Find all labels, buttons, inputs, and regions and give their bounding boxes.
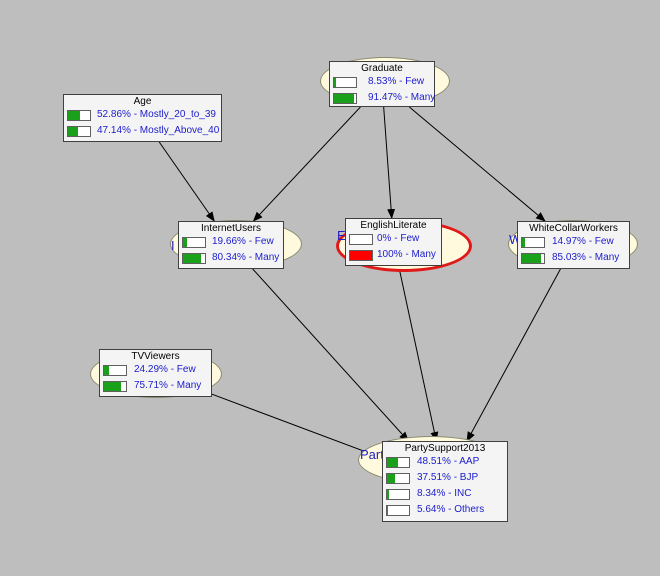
state-label: 91.47% - Many	[368, 92, 436, 103]
state-row: 24.29% - Few	[100, 363, 211, 379]
state-row: 48.51% - AAP	[383, 455, 507, 471]
probability-bar-fill	[104, 366, 110, 375]
state-row: 8.53% - Few	[330, 75, 434, 91]
state-label: 19.66% - Few	[212, 236, 274, 247]
state-label: 24.29% - Few	[134, 364, 196, 375]
probability-bar-fill	[522, 238, 526, 247]
state-list: 48.51% - AAP 37.51% - BJP 8.34% - INC 5.64%…	[383, 455, 507, 519]
state-label: 52.86% - Mostly_20_to_39	[97, 109, 216, 120]
probability-bar	[182, 237, 206, 248]
state-row: 80.34% - Many	[179, 251, 283, 267]
state-row: 100% - Many	[346, 248, 441, 264]
edge-arrow-internet-to-party	[252, 268, 410, 442]
node-age[interactable]: Age 52.86% - Mostly_20_to_39 47.14% - Mos…	[63, 94, 222, 142]
state-row: 47.14% - Mostly_Above_40	[64, 124, 221, 140]
probability-bar	[386, 457, 410, 468]
probability-bar	[386, 489, 410, 500]
probability-bar	[182, 253, 206, 264]
state-row: 75.71% - Many	[100, 379, 211, 395]
state-label: 5.64% - Others	[417, 504, 485, 515]
edge-arrow-whitecollar-to-party	[466, 268, 561, 442]
probability-bar-fill	[387, 474, 396, 483]
state-row: 37.51% - BJP	[383, 471, 507, 487]
probability-bar-fill	[104, 382, 121, 391]
node-internet-users[interactable]: InternetUsers 19.66% - Few 80.34% - Many	[178, 221, 284, 269]
state-row: 52.86% - Mostly_20_to_39	[64, 108, 221, 124]
probability-bar	[386, 505, 410, 516]
node-party-support-2013[interactable]: PartySupport2013 48.51% - AAP 37.51% - BJ…	[382, 441, 508, 522]
probability-bar	[349, 250, 373, 261]
node-title: Age	[133, 96, 152, 107]
probability-bar	[103, 365, 127, 376]
state-list: 14.97% - Few 85.03% - Many	[518, 235, 629, 267]
state-label: 0% - Few	[377, 233, 420, 244]
probability-bar	[67, 110, 91, 121]
state-label: 8.53% - Few	[368, 76, 425, 87]
probability-bar	[521, 237, 545, 248]
state-label: 80.34% - Many	[212, 252, 280, 263]
state-row: 8.34% - INC	[383, 487, 507, 503]
node-title: WhiteCollarWorkers	[529, 223, 618, 234]
probability-bar-fill	[387, 506, 389, 515]
state-list: 52.86% - Mostly_20_to_39 47.14% - Mostly_…	[64, 108, 221, 140]
edge-arrow-tv-to-party	[211, 393, 383, 459]
node-graduate[interactable]: Graduate 8.53% - Few 91.47% - Many	[329, 61, 435, 107]
probability-bar-fill	[334, 94, 355, 103]
probability-bar-fill	[522, 254, 541, 263]
edge-arrow-graduate-to-english	[383, 106, 396, 219]
probability-bar-fill	[350, 251, 372, 260]
state-label: 48.51% - AAP	[417, 456, 480, 467]
probability-bar	[333, 93, 357, 104]
node-english-literate[interactable]: EnglishLiterate 0% - Few 100% - Many	[345, 218, 442, 266]
state-row: 19.66% - Few	[179, 235, 283, 251]
ghost-label: I	[171, 238, 175, 253]
edge-arrow-english-to-party	[398, 265, 439, 442]
probability-bar-fill	[387, 458, 398, 467]
state-row: 85.03% - Many	[518, 251, 629, 267]
probability-bar-fill	[387, 490, 389, 499]
node-title: EnglishLiterate	[360, 220, 427, 231]
state-label: 100% - Many	[377, 249, 436, 260]
probability-bar	[333, 77, 357, 88]
state-row: 5.64% - Others	[383, 503, 507, 519]
probability-bar-fill	[334, 78, 336, 87]
node-title: TVViewers	[131, 351, 180, 362]
state-row: 0% - Few	[346, 232, 441, 248]
state-label: 8.34% - INC	[417, 488, 472, 499]
probability-bar-fill	[183, 254, 201, 263]
state-label: 85.03% - Many	[552, 252, 620, 263]
ghost-label: Part	[360, 447, 384, 462]
probability-bar	[521, 253, 545, 264]
probability-bar-fill	[68, 127, 79, 136]
node-title: Graduate	[361, 63, 403, 74]
state-row: 91.47% - Many	[330, 91, 436, 107]
edge-arrow-graduate-to-internet	[252, 106, 361, 222]
probability-bar-fill	[68, 111, 80, 120]
state-row: 14.97% - Few	[518, 235, 629, 251]
edge-arrow-graduate-to-whitecollar	[409, 106, 546, 222]
probability-bar	[67, 126, 91, 137]
probability-bar-fill	[183, 238, 188, 247]
state-list: 24.29% - Few 75.71% - Many	[100, 363, 211, 395]
ghost-label: E	[337, 228, 346, 243]
state-label: 75.71% - Many	[134, 380, 202, 391]
state-list: 19.66% - Few 80.34% - Many	[179, 235, 283, 267]
node-title: InternetUsers	[200, 223, 262, 234]
state-label: 14.97% - Few	[552, 236, 614, 247]
state-list: 8.53% - Few 91.47% - Many	[330, 75, 436, 107]
probability-bar	[349, 234, 373, 245]
node-title: PartySupport2013	[404, 443, 486, 454]
state-label: 47.14% - Mostly_Above_40	[97, 125, 220, 136]
edge-arrow-age-to-internet	[158, 141, 215, 222]
node-white-collar-workers[interactable]: WhiteCollarWorkers 14.97% - Few 85.03% - …	[517, 221, 630, 269]
probability-bar	[103, 381, 127, 392]
state-label: 37.51% - BJP	[417, 472, 479, 483]
state-list: 0% - Few 100% - Many	[346, 232, 441, 264]
probability-bar	[386, 473, 410, 484]
node-tv-viewers[interactable]: TVViewers 24.29% - Few 75.71% - Many	[99, 349, 212, 397]
